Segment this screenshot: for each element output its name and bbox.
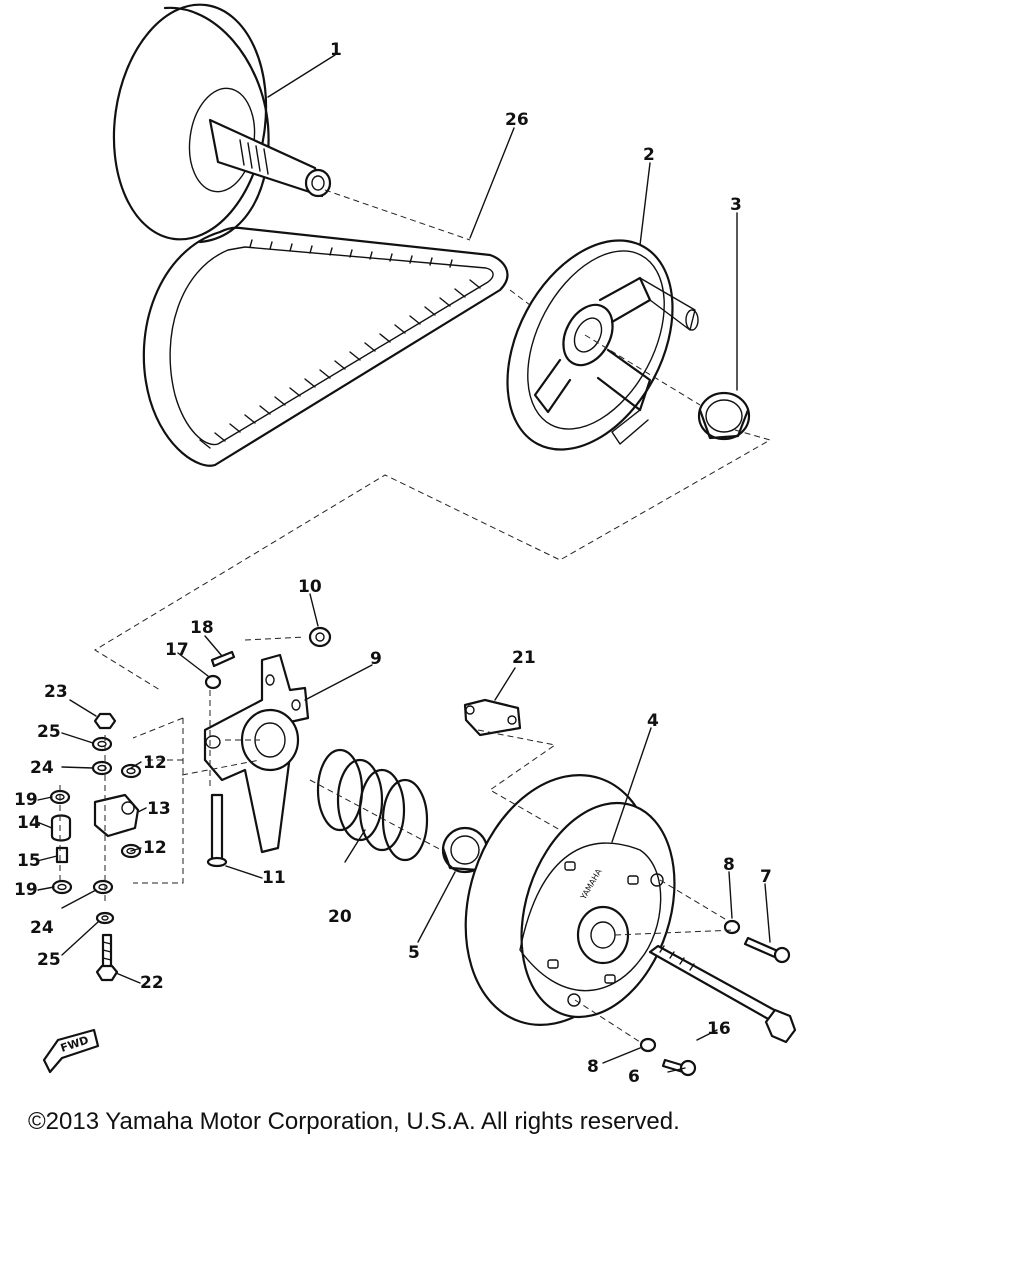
callout-26: 26 bbox=[505, 110, 529, 130]
callout-14: 14 bbox=[17, 813, 41, 833]
callout-13: 13 bbox=[147, 799, 171, 819]
callout-7: 7 bbox=[760, 867, 772, 887]
part-bolts bbox=[639, 919, 797, 1077]
exploded-parts-diagram: YAMAHA bbox=[14, 3, 797, 1087]
callout-15: 15 bbox=[17, 851, 41, 871]
fwd-label: FWD bbox=[59, 1034, 90, 1055]
leader-lines bbox=[36, 54, 771, 1073]
part-bushing-3 bbox=[697, 391, 751, 441]
callout-8a: 8 bbox=[723, 855, 735, 875]
callout-8b: 8 bbox=[587, 1057, 599, 1077]
callout-12a: 12 bbox=[143, 753, 167, 773]
callout-4: 4 bbox=[647, 711, 659, 731]
callout-23: 23 bbox=[44, 682, 68, 702]
part-weight-arm bbox=[463, 698, 522, 737]
assembly-lines bbox=[59, 189, 772, 1043]
diagram-canvas: YAMAHA bbox=[14, 3, 797, 1087]
callout-24b: 24 bbox=[30, 918, 54, 938]
copyright-notice: ©2013 Yamaha Motor Corporation, U.S.A. A… bbox=[28, 1108, 680, 1135]
callout-19b: 19 bbox=[14, 880, 38, 900]
callout-21: 21 bbox=[512, 648, 536, 668]
callout-3: 3 bbox=[730, 195, 742, 215]
callout-18: 18 bbox=[190, 618, 214, 638]
part-v-belt bbox=[142, 226, 509, 467]
part-drive-sheave bbox=[112, 3, 332, 244]
callout-1: 1 bbox=[330, 40, 342, 60]
callout-labels: 1 2 3 4 5 6 7 8 8 9 10 11 12 12 13 14 15… bbox=[14, 40, 772, 1087]
callout-12b: 12 bbox=[143, 838, 167, 858]
callout-10: 10 bbox=[298, 577, 322, 597]
fwd-direction-marker: FWD bbox=[42, 1028, 100, 1074]
callout-25b: 25 bbox=[37, 950, 61, 970]
callout-16: 16 bbox=[707, 1019, 731, 1039]
callout-17: 17 bbox=[165, 640, 189, 660]
callout-20: 20 bbox=[328, 907, 352, 927]
callout-22: 22 bbox=[140, 973, 164, 993]
callout-11: 11 bbox=[262, 868, 286, 888]
callout-19a: 19 bbox=[14, 790, 38, 810]
part-roller-stack bbox=[49, 712, 142, 982]
part-spider-hub bbox=[203, 653, 310, 854]
callout-9: 9 bbox=[370, 649, 382, 669]
part-spring bbox=[316, 748, 429, 862]
part-pin-11 bbox=[206, 793, 228, 868]
callout-6: 6 bbox=[628, 1067, 640, 1087]
callout-2: 2 bbox=[643, 145, 655, 165]
part-fixed-sheave bbox=[506, 239, 699, 451]
callout-24a: 24 bbox=[30, 758, 54, 778]
callout-5: 5 bbox=[408, 943, 420, 963]
part-movable-sheave: YAMAHA bbox=[464, 774, 676, 1026]
callout-25a: 25 bbox=[37, 722, 61, 742]
part-small-hardware bbox=[204, 626, 332, 690]
